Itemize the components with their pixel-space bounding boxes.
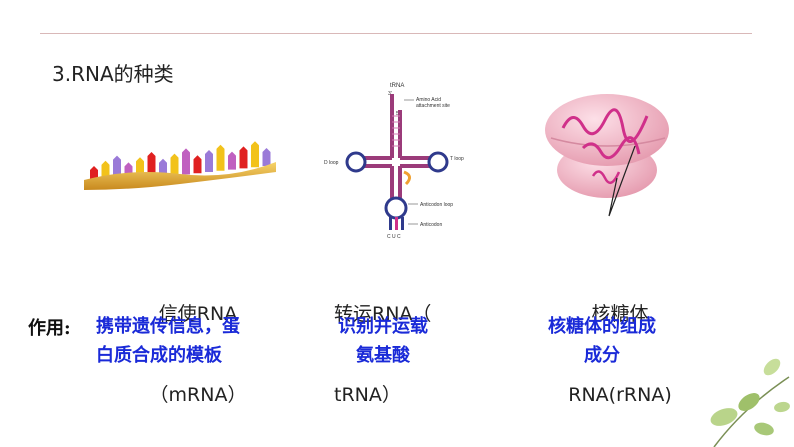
function-label: 作用: <box>28 314 71 340</box>
svg-text:Anticodon: Anticodon <box>420 222 442 228</box>
trna-function: 识别并运载 氨基酸 <box>338 312 428 370</box>
rrna-function: 核糖体的组成 成分 <box>548 312 656 370</box>
ribosome-icon <box>543 88 673 218</box>
mrna-function: 携带遗传信息，蛋 白质合成的模板 <box>96 312 240 370</box>
trna-cloverleaf-icon: tRNA 3' 5' Amino Acid attachment site D … <box>318 80 478 250</box>
svg-text:C U C: C U C <box>387 234 401 240</box>
trna-title: tRNA <box>390 83 404 89</box>
svg-text:T loop: T loop <box>450 156 464 162</box>
top-divider <box>40 33 752 34</box>
leaf-decoration-icon <box>694 347 794 447</box>
slide-title: 3.RNA的种类 <box>52 58 174 87</box>
svg-text:Anticodon loop: Anticodon loop <box>420 202 453 208</box>
mrna-strand-icon <box>80 150 280 200</box>
svg-text:D loop: D loop <box>324 160 339 166</box>
svg-text:attachment site: attachment site <box>416 103 450 109</box>
